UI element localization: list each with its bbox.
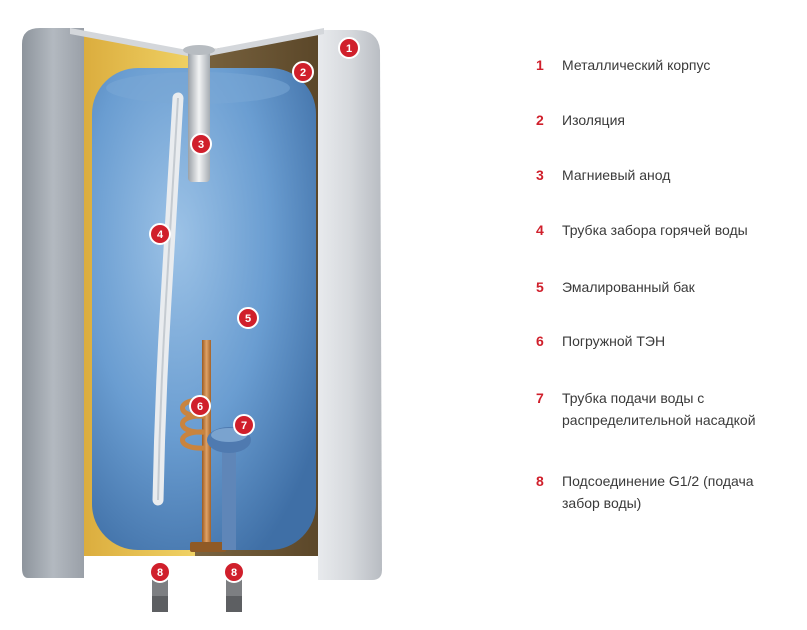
legend-label: Магниевый анод <box>562 167 671 183</box>
legend-number: 8 <box>536 473 544 489</box>
legend-number: 2 <box>536 112 544 128</box>
svg-text:7: 7 <box>241 420 247 432</box>
marker-3: 3 <box>190 133 212 155</box>
metal-casing-left <box>22 28 84 578</box>
legend-number: 3 <box>536 167 544 183</box>
marker-6: 6 <box>189 395 211 417</box>
legend-label: Металлический корпус <box>562 57 711 73</box>
svg-text:3: 3 <box>198 139 204 151</box>
metal-casing-right <box>318 30 382 580</box>
marker-7: 7 <box>233 414 255 436</box>
magnesium-anode <box>188 50 210 182</box>
svg-text:8: 8 <box>157 567 163 579</box>
marker-1: 1 <box>338 37 360 59</box>
legend-item-2: 2 Изоляция <box>536 109 625 131</box>
heating-element-rod <box>202 340 211 545</box>
svg-text:1: 1 <box>346 43 352 55</box>
legend-number: 5 <box>536 279 544 295</box>
svg-text:8: 8 <box>231 567 237 579</box>
legend-number: 6 <box>536 333 544 349</box>
legend-label: Погружной ТЭН <box>562 333 666 349</box>
marker-4: 4 <box>149 223 171 245</box>
legend-label: Изоляция <box>562 112 625 128</box>
legend-number: 4 <box>536 222 544 238</box>
legend-item-3: 3 Магниевый анод <box>536 164 670 186</box>
marker-5: 5 <box>237 307 259 329</box>
inlet-tube <box>222 440 236 550</box>
legend-number: 1 <box>536 57 544 73</box>
svg-text:2: 2 <box>300 67 306 79</box>
legend-item-4: 4 Трубка забора горячей воды <box>536 219 748 241</box>
marker-8-right: 8 <box>223 561 245 583</box>
legend-item-1: 1 Металлический корпус <box>536 54 710 76</box>
marker-8-left: 8 <box>149 561 171 583</box>
svg-text:6: 6 <box>197 401 203 413</box>
enamel-tank <box>92 68 316 550</box>
svg-text:5: 5 <box>245 313 251 325</box>
legend-item-5: 5 Эмалированный бак <box>536 276 695 298</box>
svg-text:4: 4 <box>157 229 164 241</box>
legend-item-6: 6 Погружной ТЭН <box>536 330 665 352</box>
heating-element-coil <box>180 397 206 451</box>
legend-label: Трубка забора горячей воды <box>562 222 748 238</box>
marker-2: 2 <box>292 61 314 83</box>
legend-number: 7 <box>536 390 544 406</box>
legend-label: Эмалированный бак <box>562 279 695 295</box>
